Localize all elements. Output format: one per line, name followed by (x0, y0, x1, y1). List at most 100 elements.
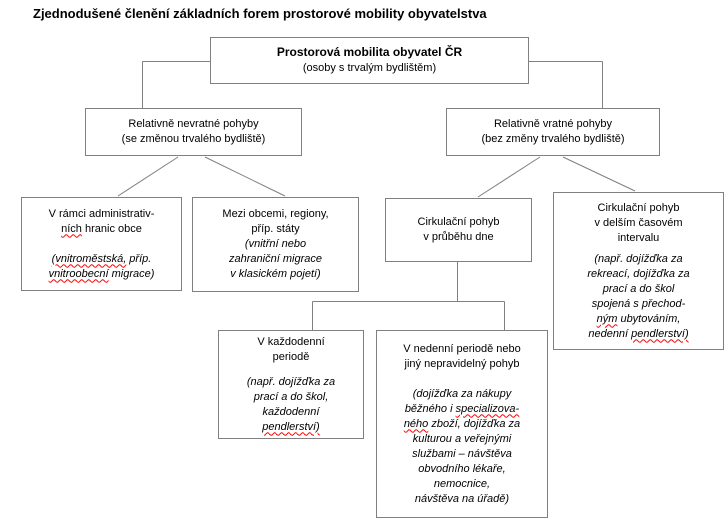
connector-nevratne-to-children (117, 156, 286, 197)
text-blank-line (377, 372, 547, 387)
diagram-title: Zjednodušené členění základních forem pr… (33, 6, 487, 21)
text-line: Cirkulační pohyb (554, 201, 723, 216)
text-segment: periodě (272, 350, 310, 363)
text-line: vnitroobecní migrace) (22, 267, 181, 282)
text-line: Relativně nevratné pohyby (86, 117, 301, 132)
connector-vratne-to-children (477, 156, 636, 198)
text-segment: Cirkulační pohyb (417, 216, 500, 228)
text-segment: (např. dojížďka za (246, 375, 336, 388)
node-relativne-nevratne-pohyby: Relativně nevratné pohyby(se změnou trva… (85, 108, 302, 156)
text-segment: kulturou a veřejnými (412, 432, 512, 445)
text-segment: prací a do škol, (253, 390, 329, 403)
text-segment: příp. (126, 252, 152, 265)
text-segment: Mezi obcemi, regiony, (222, 208, 329, 220)
text-line: nedenní pendlerství) (554, 327, 723, 342)
text-segment: Prostorová mobilita obyvatel ČR (276, 45, 463, 59)
text-segment: (dojížďka za nákupy (412, 387, 512, 400)
text-segment: službami – návštěva (412, 447, 512, 460)
node-mezi-obcemi-regiony-staty: Mezi obcemi, regiony, příp. státy (vnitřní… (192, 197, 359, 292)
text-segment: Relativně vratné pohyby (493, 118, 612, 130)
text-segment: V každodenní (257, 335, 325, 348)
text-segment: nemocnice, (433, 477, 491, 490)
text-line: Mezi obcemi, regiony, (193, 207, 358, 222)
text-segment: v delším časovém (594, 216, 683, 229)
text-line: každodenní (219, 405, 363, 420)
text-segment: jiný nepravidelný pohyb (404, 357, 520, 370)
text-line: (např. dojížďka za (219, 375, 363, 390)
text-segment: Cirkulační pohyb (597, 201, 680, 214)
text-line: V nedenní periodě nebo (377, 342, 547, 357)
node-cirkulacni-pohyb-delsi-interval: Cirkulační pohyb v delším časovém interval… (553, 192, 724, 350)
text-line: Prostorová mobilita obyvatel ČR (211, 45, 528, 61)
text-line: intervalu (554, 231, 723, 246)
misspelled-word: pendlerství) (631, 327, 689, 340)
text-segment: návštěva na úřadě) (414, 492, 510, 505)
text-line: V rámci administrativ- (22, 207, 181, 222)
text-segment: (bez změny trvalého bydliště) (481, 133, 625, 145)
text-line: službami – návštěva (377, 447, 547, 462)
text-segment: v průběhu dne (423, 231, 494, 243)
text-segment: V rámci administrativ- (48, 207, 155, 220)
misspelled-word: pendlerství) (262, 420, 320, 433)
connector-root-to-left (142, 61, 210, 108)
text-segment: každodenní (262, 405, 320, 418)
text-line: zahraniční migrace (193, 252, 358, 267)
text-line: nemocnice, (377, 477, 547, 492)
text-segment: intervalu (617, 231, 660, 244)
text-line: (dojížďka za nákupy (377, 387, 547, 402)
text-segment: příp. státy (251, 223, 300, 235)
text-line: (osoby s trvalým bydlištěm) (211, 61, 528, 76)
text-segment: nedenní (588, 327, 632, 340)
node-prostorova-mobilita: Prostorová mobilita obyvatel ČR (osoby s … (210, 37, 529, 84)
text-line: obvodního lékaře, (377, 462, 547, 477)
text-line: (vnitroměstská, příp. (22, 252, 181, 267)
text-line: v průběhu dne (386, 230, 531, 245)
text-line: jiný nepravidelný pohyb (377, 357, 547, 372)
text-segment: běžného i (404, 402, 456, 415)
text-segment: (osoby s trvalým bydlištěm) (302, 62, 437, 74)
text-line: periodě (219, 350, 363, 365)
text-line: příp. státy (193, 222, 358, 237)
text-line: Relativně vratné pohyby (447, 117, 659, 132)
misspelled-word: vnitroobecní (48, 267, 109, 280)
text-segment: obvodního lékaře, (418, 462, 506, 475)
text-line: ným ubytováním, (554, 312, 723, 327)
text-line: spojená s přechod- (554, 297, 723, 312)
text-segment: (se změnou trvalého bydliště) (121, 133, 266, 145)
text-segment: zahraniční migrace (229, 253, 322, 265)
node-v-nedenni-periode: V nedenní periodě nebo jiný nepravidelný … (376, 330, 548, 518)
text-line: V každodenní (219, 335, 363, 350)
misspelled-word: specializova- (455, 402, 520, 415)
text-line: ného zboží, dojížďka za (377, 417, 547, 432)
text-line: běžného i specializova- (377, 402, 547, 417)
node-relativne-vratne-pohyby: Relativně vratné pohyby (bez změny trvalé… (446, 108, 660, 156)
node-cirkulacni-pohyb-v-prubehu-dne: Cirkulační pohyb v průběhu dne (385, 198, 532, 262)
text-segment: v klasickém pojetí) (230, 268, 321, 280)
node-v-kazdodenni-periode: V každodenní periodě (např. dojížďka za pra… (218, 330, 364, 439)
text-line: (se změnou trvalého bydliště) (86, 132, 301, 147)
misspelled-word: ních (61, 222, 82, 235)
text-segment: zboží, dojížďka za (428, 417, 521, 430)
text-segment: migrace) (108, 267, 155, 280)
text-line: Cirkulační pohyb (386, 215, 531, 230)
text-segment: V nedenní periodě nebo (403, 342, 521, 355)
text-blank-line (219, 365, 363, 375)
misspelled-word: ným (596, 312, 618, 325)
text-line: v delším časovém (554, 216, 723, 231)
misspelled-word: ného (403, 417, 429, 430)
text-line: v klasickém pojetí) (193, 267, 358, 282)
text-line: ních hranic obce (22, 222, 181, 237)
text-line: (vnitřní nebo (193, 237, 358, 252)
text-line: návštěva na úřadě) (377, 492, 547, 507)
text-segment: spojená s přechod- (591, 297, 686, 310)
text-blank-line (22, 237, 181, 252)
text-line: pendlerství) (219, 420, 363, 435)
text-line: prací a do škol (554, 282, 723, 297)
text-line: (např. dojížďka za (554, 252, 723, 267)
text-segment: (např. dojížďka za (594, 252, 683, 265)
misspelled-word: (vnitroměstská, (51, 252, 127, 265)
node-v-ramci-administrativnich-hranic: V rámci administrativ-ních hranic obce (v… (21, 197, 182, 291)
text-line: (bez změny trvalého bydliště) (447, 132, 659, 147)
text-segment: ubytováním, (617, 312, 681, 325)
